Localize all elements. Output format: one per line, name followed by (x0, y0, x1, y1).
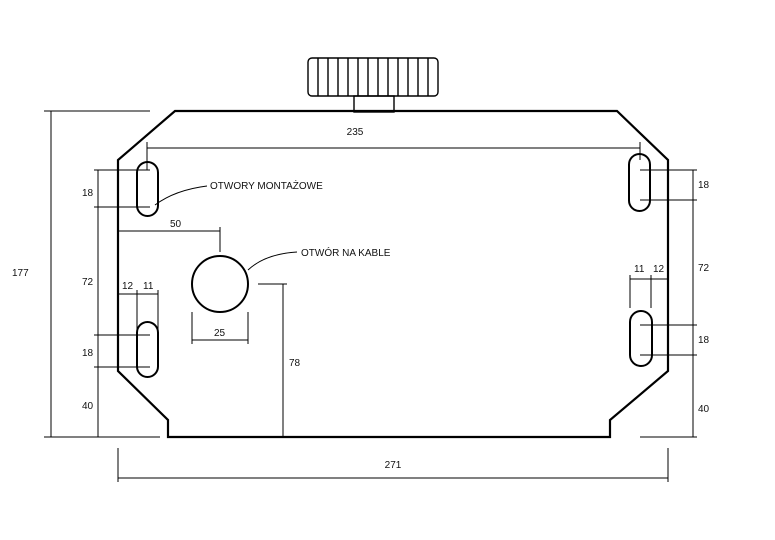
mounting-slot-bottom-left (136, 321, 159, 378)
dim-text-right-slot-offset: 12 (653, 264, 665, 275)
dim-right-chain (640, 169, 697, 438)
dim-text-right-slot-top: 18 (698, 180, 710, 191)
dim-25 (191, 312, 249, 344)
mounting-slot-bottom-right (629, 310, 653, 367)
dim-50 (118, 227, 221, 252)
knob-ribs (317, 58, 429, 96)
dim-177 (44, 110, 160, 438)
dim-text-left-slot-bottom: 18 (82, 348, 94, 359)
leader-mounting-holes (154, 185, 208, 206)
dim-text-cable-offset-y: 78 (289, 358, 301, 369)
dim-235 (146, 142, 641, 170)
dim-text-right-slot-width: 11 (634, 264, 645, 275)
dim-text-right-bottom-offset: 40 (698, 404, 710, 415)
dim-text-right-spacing: 72 (698, 263, 710, 274)
knob (307, 57, 439, 113)
dim-text-left-slot-top: 18 (82, 188, 94, 199)
dim-text-cable-offset-x: 50 (170, 219, 182, 230)
dim-text-left-spacing: 72 (82, 277, 94, 288)
dim-text-left-bottom-offset: 40 (82, 401, 94, 412)
mounting-slot-top-right (628, 153, 651, 212)
label-mounting-holes: OTWORY MONTAŻOWE (210, 179, 323, 192)
dim-text-177: 177 (12, 268, 29, 279)
dim-78 (258, 283, 287, 437)
dim-271 (117, 448, 669, 482)
label-cable-hole: OTWÓR NA KABLE (301, 246, 391, 259)
dim-text-cable-diameter: 25 (214, 328, 226, 339)
dim-text-left-slot-offset: 12 (122, 281, 134, 292)
leader-cable-hole (247, 251, 298, 271)
dim-text-271: 271 (385, 460, 402, 471)
cable-hole (191, 255, 249, 313)
dim-right-slot-width (629, 275, 669, 308)
dim-left-slot-width (117, 290, 159, 340)
dim-left-chain (94, 169, 150, 437)
dim-text-235: 235 (347, 127, 364, 138)
dim-text-left-slot-width: 11 (143, 281, 154, 292)
knob-stem (353, 95, 395, 113)
dim-text-right-slot-bottom: 18 (698, 335, 710, 346)
